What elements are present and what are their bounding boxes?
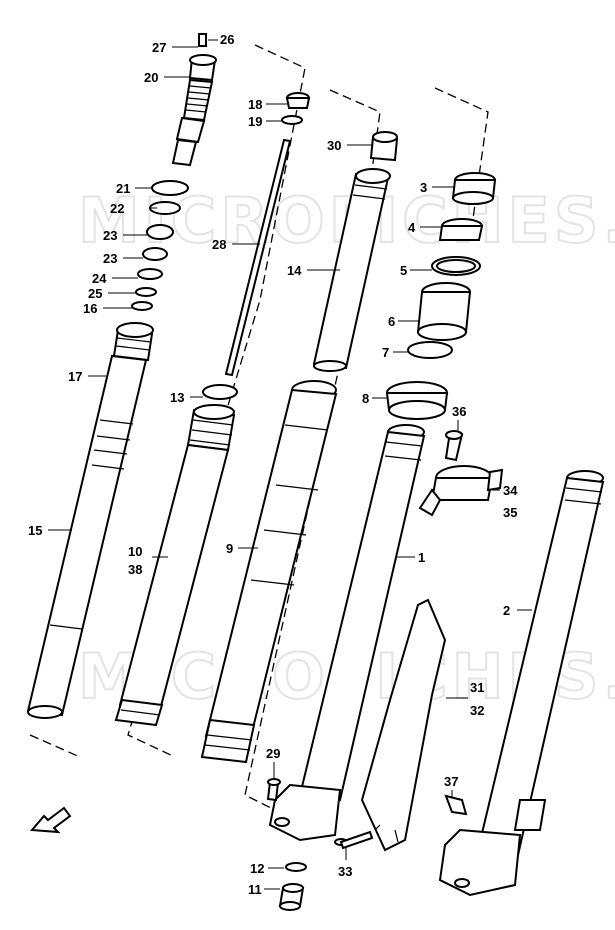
callout-24: 24 [92, 271, 107, 286]
callout-11: 11 [248, 882, 262, 897]
callout-32: 32 [470, 703, 484, 718]
callout-19: 19 [248, 114, 262, 129]
leader-lines [48, 39, 532, 890]
callout-35: 35 [503, 505, 517, 520]
callout-7: 7 [382, 345, 389, 360]
callout-26: 26 [220, 32, 234, 47]
outer-tube-right [438, 470, 605, 897]
callout-34: 34 [503, 483, 518, 498]
spring-tube [312, 168, 391, 372]
callout-36: 36 [452, 404, 466, 419]
callout-14: 14 [287, 263, 302, 278]
callout-28: 28 [212, 237, 226, 252]
push-rod [224, 138, 292, 377]
callout-29: 29 [266, 746, 280, 761]
callout-38: 38 [128, 562, 142, 577]
callout-8: 8 [362, 391, 369, 406]
callout-9: 9 [226, 541, 233, 556]
callout-22: 22 [110, 201, 124, 216]
outer-tube-left [268, 424, 426, 842]
upper-small-parts [281, 92, 399, 162]
callout-23b: 23 [103, 251, 117, 266]
bushing-stack [385, 172, 497, 420]
inner-tube-left [26, 322, 154, 719]
callout-labels: 27 26 20 18 19 30 3 21 22 28 4 23 23 14 … [28, 32, 518, 897]
callout-5: 5 [400, 263, 407, 278]
callout-20: 20 [144, 70, 158, 85]
callout-4: 4 [408, 220, 416, 235]
callout-12: 12 [250, 861, 264, 876]
callout-37: 37 [444, 774, 458, 789]
callout-25: 25 [88, 286, 102, 301]
callout-13: 13 [170, 390, 184, 405]
callout-1: 1 [418, 550, 425, 565]
outer-tube-middle [200, 380, 338, 764]
damper-rod-assembly [171, 33, 217, 167]
callout-3: 3 [420, 180, 427, 195]
callout-10: 10 [128, 544, 142, 559]
callout-15: 15 [28, 523, 42, 538]
callout-27: 27 [152, 40, 166, 55]
callout-2: 2 [503, 603, 510, 618]
inner-tube-middle [114, 384, 238, 727]
callout-17: 17 [68, 369, 82, 384]
callout-33: 33 [338, 864, 352, 879]
callout-21: 21 [116, 181, 130, 196]
callout-6: 6 [388, 314, 395, 329]
fork-guard [360, 598, 447, 852]
lower-fasteners [266, 778, 374, 911]
callout-31: 31 [470, 680, 484, 695]
front-direction-arrow-icon [29, 806, 72, 834]
bracket-37 [444, 794, 468, 816]
callout-18: 18 [248, 97, 262, 112]
callout-30: 30 [327, 138, 341, 153]
callout-23a: 23 [103, 228, 117, 243]
callout-16: 16 [83, 301, 97, 316]
clamp-and-bolt [418, 430, 504, 517]
